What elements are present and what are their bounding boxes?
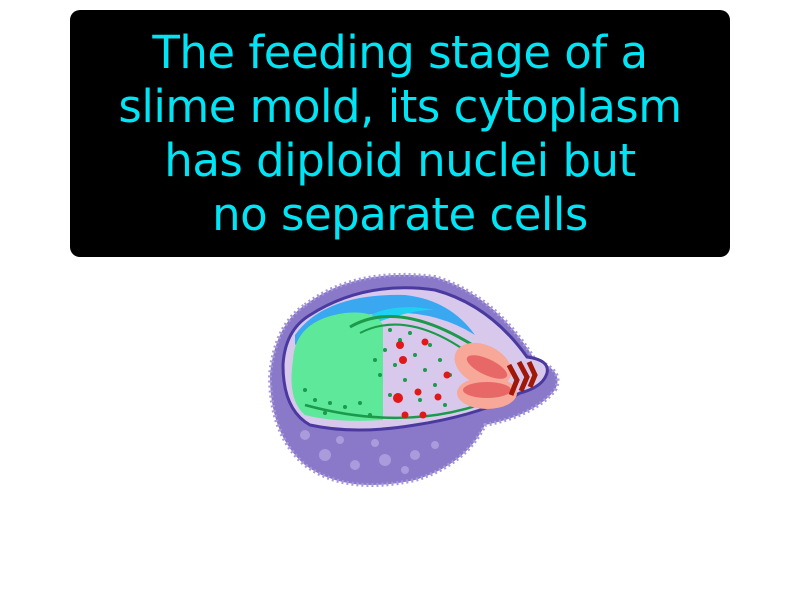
pink-lobes: [454, 342, 517, 409]
caption-line-2: slime mold, its cytoplasm: [118, 79, 682, 133]
caption-line-1: The feeding stage of a: [152, 25, 648, 79]
caption-box: The feeding stage of a slime mold, its c…: [70, 10, 730, 257]
dark-red-bands: [506, 360, 538, 396]
green-body: [291, 312, 383, 421]
blue-cap: [295, 294, 475, 345]
caption-line-4: no separate cells: [212, 187, 588, 241]
diploid-nuclei: [393, 338, 451, 419]
green-granules: [303, 328, 452, 417]
slime-mold-plasmodium-illustration: [267, 273, 560, 487]
caption-line-3: has diploid nuclei but: [164, 133, 636, 187]
